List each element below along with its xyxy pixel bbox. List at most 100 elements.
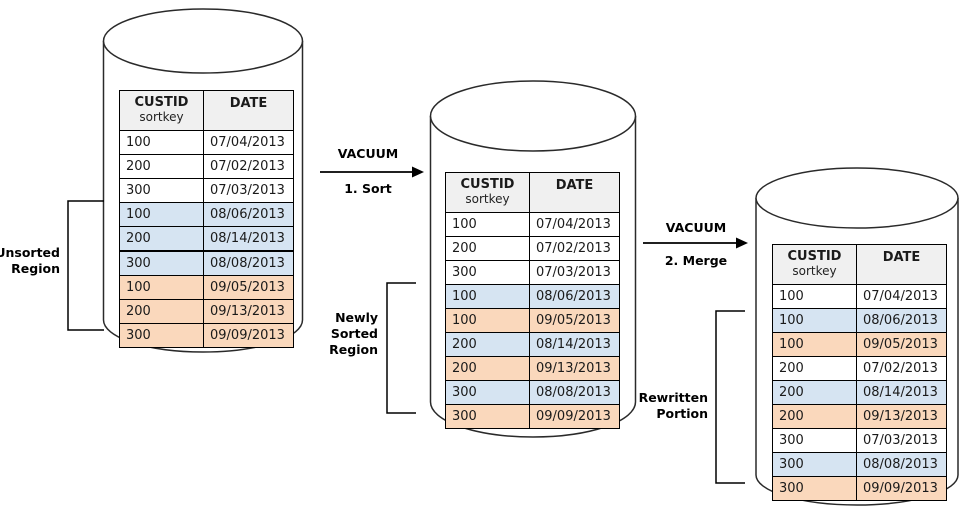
date-cell: 07/03/2013 (203, 178, 294, 203)
date-cell: 08/06/2013 (529, 284, 620, 309)
date-cell: 07/03/2013 (529, 260, 620, 285)
custid-cell: 300 (772, 428, 857, 453)
date-cell: 09/13/2013 (529, 356, 620, 381)
sort-step-label: 1. Sort (344, 181, 392, 196)
custid-cell: 200 (119, 226, 204, 252)
sort-arrow (320, 166, 424, 178)
unsorted-region-bracket (67, 200, 104, 331)
custid-header-title: CUSTID (134, 95, 189, 110)
unsorted-region-label: Unsorted Region (0, 245, 60, 277)
custid-column-header: CUSTID sortkey (445, 172, 530, 213)
custid-cell: 100 (445, 284, 530, 309)
vacuum-label-1: VACUUM (337, 146, 399, 161)
custid-cell: 300 (772, 476, 857, 501)
date-cell: 07/03/2013 (856, 428, 947, 453)
merge-arrow (643, 237, 748, 249)
newly-sorted-region-label-line: Sorted (330, 326, 378, 341)
table-header-row: CUSTID sortkey DATE (772, 244, 947, 285)
date-cell: 09/09/2013 (203, 323, 294, 348)
custid-cell: 300 (119, 250, 204, 276)
custid-cell: 100 (445, 212, 530, 237)
custid-cell: 200 (119, 299, 204, 324)
custid-cell: 300 (445, 404, 530, 429)
rewritten-portion-label: Rewritten Portion (639, 390, 708, 422)
date-cell: 09/05/2013 (529, 308, 620, 333)
date-cell: 09/09/2013 (529, 404, 620, 429)
custid-header-title: CUSTID (460, 177, 515, 192)
cylinder-2-top (429, 80, 637, 152)
newly-sorted-region-label-line: Newly (335, 310, 378, 325)
custid-cell: 100 (445, 308, 530, 333)
date-cell: 08/06/2013 (203, 202, 294, 227)
date-cell: 08/14/2013 (203, 226, 294, 252)
date-cell: 09/13/2013 (856, 404, 947, 429)
cylinder-1-top (102, 8, 304, 74)
custid-cell: 200 (119, 154, 204, 179)
date-cell: 08/08/2013 (856, 452, 947, 477)
custid-cell: 300 (772, 452, 857, 477)
date-cell: 08/06/2013 (856, 308, 947, 333)
date-column-header: DATE (856, 244, 947, 285)
merge-arrow-head (736, 237, 748, 249)
date-cell: 09/05/2013 (856, 332, 947, 357)
date-cell: 07/02/2013 (529, 236, 620, 261)
vacuum-label-2: VACUUM (665, 220, 727, 235)
custid-cell: 100 (119, 275, 204, 300)
date-cell: 08/08/2013 (529, 380, 620, 405)
custid-cell: 100 (119, 202, 204, 227)
custid-column-header: CUSTID sortkey (119, 90, 204, 131)
custid-cell: 200 (445, 236, 530, 261)
unsorted-region-label-line: Region (11, 261, 60, 276)
date-cell: 07/02/2013 (203, 154, 294, 179)
merge-step-label: 2. Merge (664, 253, 728, 268)
newly-sorted-region-label: Newly Sorted Region (329, 310, 378, 358)
unsorted-region-label-line: Unsorted (0, 245, 60, 260)
custid-cell: 300 (119, 178, 204, 203)
rewritten-portion-bracket (715, 310, 745, 484)
custid-header-title: CUSTID (787, 249, 842, 264)
sortkey-header-subtitle: sortkey (139, 110, 184, 124)
custid-column-header: CUSTID sortkey (772, 244, 857, 285)
custid-cell: 200 (772, 356, 857, 381)
sort-arrow-head (412, 166, 424, 178)
custid-cell: 200 (445, 356, 530, 381)
table-header-row: CUSTID sortkey DATE (445, 172, 620, 213)
date-column-header: DATE (529, 172, 620, 213)
custid-cell: 100 (119, 130, 204, 155)
custid-cell: 300 (445, 260, 530, 285)
custid-cell: 300 (119, 323, 204, 348)
custid-cell: 100 (772, 308, 857, 333)
date-cell: 09/09/2013 (856, 476, 947, 501)
cylinder-3-top (755, 167, 959, 229)
date-cell: 07/04/2013 (529, 212, 620, 237)
custid-cell: 100 (772, 332, 857, 357)
date-cell: 08/08/2013 (203, 250, 294, 276)
date-cell: 08/14/2013 (856, 380, 947, 405)
